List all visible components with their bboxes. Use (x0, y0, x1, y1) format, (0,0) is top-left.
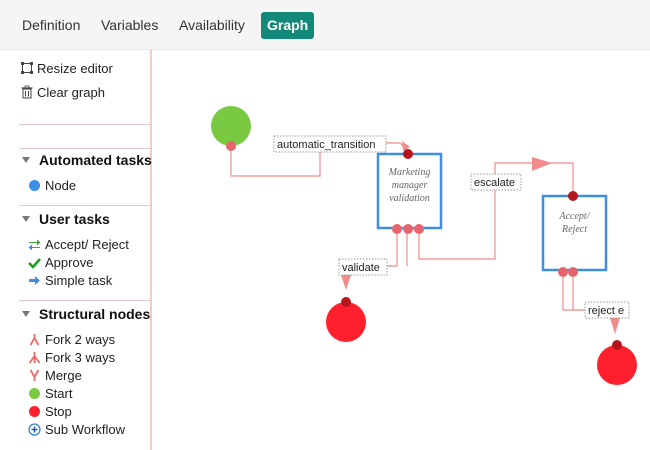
resize-icon (20, 61, 34, 75)
plus-circle-icon (28, 423, 41, 436)
tab-definition[interactable]: Definition (22, 17, 81, 33)
palette-sidebar: Resize editor Clear graph Automated task… (0, 50, 152, 450)
resize-editor-label: Resize editor (37, 61, 113, 76)
section-title: User tasks (39, 211, 110, 227)
palette-item-label: Merge (45, 368, 82, 383)
caret-down-icon (22, 157, 30, 163)
divider (19, 148, 152, 149)
section-user-tasks[interactable]: User tasks (22, 209, 110, 229)
blue-dot-icon (28, 179, 41, 192)
edge-label-automatic-transition[interactable]: automatic_transition (273, 135, 387, 153)
arrow-right-icon (28, 274, 41, 287)
palette-item-label: Fork 3 ways (45, 350, 116, 365)
clear-graph-label: Clear graph (37, 85, 105, 100)
svg-text:validate: validate (342, 262, 380, 274)
palette-item-label: Sub Workflow (45, 422, 125, 437)
palette-item-merge[interactable]: Merge (28, 367, 82, 385)
section-automated-tasks[interactable]: Automated tasks (22, 150, 152, 170)
palette-item-fork-3[interactable]: Fork 3 ways (28, 349, 115, 367)
start-node[interactable] (211, 106, 251, 151)
fork-3-icon (28, 351, 41, 364)
palette-item-label: Start (45, 386, 73, 401)
svg-text:Marketing: Marketing (388, 167, 431, 178)
svg-text:escalate: escalate (474, 177, 515, 189)
divider (19, 300, 152, 301)
edge-label-reject[interactable]: reject e (584, 301, 630, 319)
tab-bar: Definition Variables Availability Graph (0, 0, 650, 50)
caret-down-icon (22, 216, 30, 222)
tab-graph[interactable]: Graph (261, 12, 315, 39)
divider (19, 205, 152, 206)
palette-item-label: Fork 2 ways (45, 332, 116, 347)
palette-item-stop[interactable]: Stop (28, 403, 72, 421)
svg-text:manager: manager (392, 180, 428, 191)
palette-item-simple-task[interactable]: Simple task (28, 272, 112, 290)
merge-icon (28, 369, 41, 382)
palette-item-sub-workflow[interactable]: Sub Workflow (28, 421, 125, 439)
section-title: Automated tasks (39, 152, 152, 168)
palette-item-approve[interactable]: Approve (28, 254, 93, 272)
palette-item-label: Approve (45, 255, 94, 270)
palette-item-accept-reject[interactable]: Accept/ Reject (28, 236, 129, 254)
section-title: Structural nodes (39, 306, 151, 322)
svg-text:reject e: reject e (588, 305, 624, 317)
divider (19, 124, 152, 125)
fork-2-icon (28, 333, 41, 346)
tab-availability[interactable]: Availability (179, 17, 245, 33)
edge-automatic-transition[interactable] (230, 141, 410, 177)
trash-icon (20, 85, 34, 99)
palette-item-start[interactable]: Start (28, 385, 72, 403)
section-structural-nodes[interactable]: Structural nodes (22, 304, 150, 324)
check-icon (28, 256, 41, 269)
edge-label-validate[interactable]: validate (338, 258, 388, 276)
tab-variables[interactable]: Variables (101, 17, 159, 33)
svg-text:validation: validation (389, 193, 430, 204)
workflow-graph[interactable]: automatic_transition escalate validate r… (153, 50, 650, 450)
svg-text:Accept/: Accept/ (559, 211, 591, 222)
edge-escalate[interactable] (418, 157, 574, 260)
svg-text:automatic_transition: automatic_transition (277, 139, 375, 151)
task-node-marketing-validation[interactable]: Marketing manager validation (376, 149, 443, 234)
clear-graph-button[interactable]: Clear graph (20, 84, 105, 102)
caret-down-icon (22, 311, 30, 317)
red-dot-icon (28, 405, 41, 418)
palette-item-label: Node (45, 178, 77, 193)
task-node-accept-reject[interactable]: Accept/ Reject (541, 191, 608, 277)
resize-editor-button[interactable]: Resize editor (20, 60, 113, 78)
stop-node-validate[interactable] (326, 297, 366, 342)
stop-node-reject[interactable] (597, 340, 637, 385)
palette-item-label: Stop (45, 404, 72, 419)
palette-item-label: Accept/ Reject (45, 237, 129, 252)
svg-text:Reject: Reject (561, 224, 587, 235)
palette-item-node[interactable]: Node (28, 177, 76, 195)
graph-canvas[interactable]: automatic_transition escalate validate r… (153, 50, 650, 450)
edge-label-escalate[interactable]: escalate (470, 173, 522, 191)
palette-item-fork-2[interactable]: Fork 2 ways (28, 331, 115, 349)
double-arrow-icon (28, 238, 41, 251)
green-dot-icon (28, 387, 41, 400)
palette-item-label: Simple task (45, 273, 113, 288)
